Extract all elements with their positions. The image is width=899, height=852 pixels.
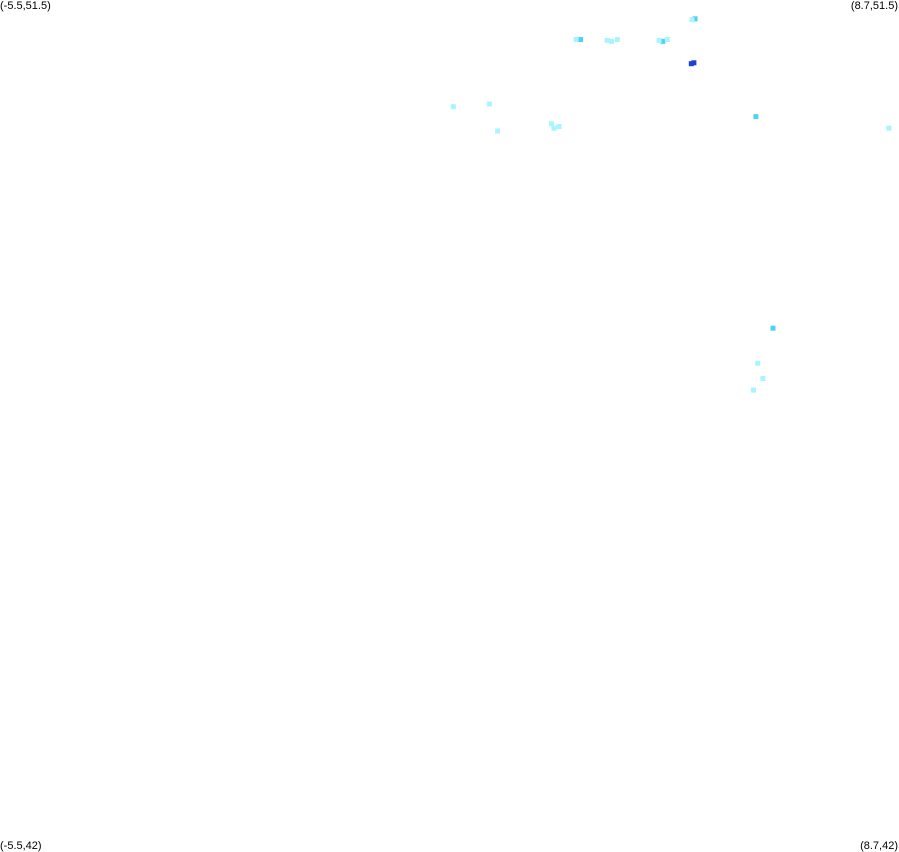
map-point-10 [691, 60, 697, 66]
map-point-14 [450, 104, 456, 110]
corner-label-top-left: (-5.5,51.5) [0, 0, 51, 12]
map-point-17 [548, 121, 554, 127]
map-point-11 [688, 61, 694, 67]
corner-label-top-right: (8.7,51.5) [850, 0, 898, 12]
map-point-4 [604, 37, 610, 43]
map-point-20 [770, 325, 776, 331]
map-point-21 [755, 360, 761, 366]
map-point-8 [664, 37, 670, 42]
map-point-5 [609, 38, 615, 44]
corner-label-bottom-left: (-5.5,42) [0, 840, 42, 852]
map-point-9 [656, 37, 662, 43]
map-point-23 [750, 387, 756, 393]
map-point-16 [495, 128, 501, 134]
map-point-6 [614, 37, 620, 42]
map-point-12 [753, 114, 759, 120]
map-point-7 [660, 38, 666, 44]
map-point-1 [689, 17, 695, 23]
map-point-15 [486, 101, 492, 107]
corner-label-bottom-right: (8.7,42) [860, 840, 898, 852]
map-point-3 [573, 37, 579, 42]
map-point-13 [886, 125, 892, 131]
map-point-0 [692, 16, 698, 22]
map-point-19 [551, 125, 557, 131]
map-point-2 [578, 37, 584, 42]
map-point-22 [760, 376, 766, 381]
map-point-18 [556, 124, 562, 129]
